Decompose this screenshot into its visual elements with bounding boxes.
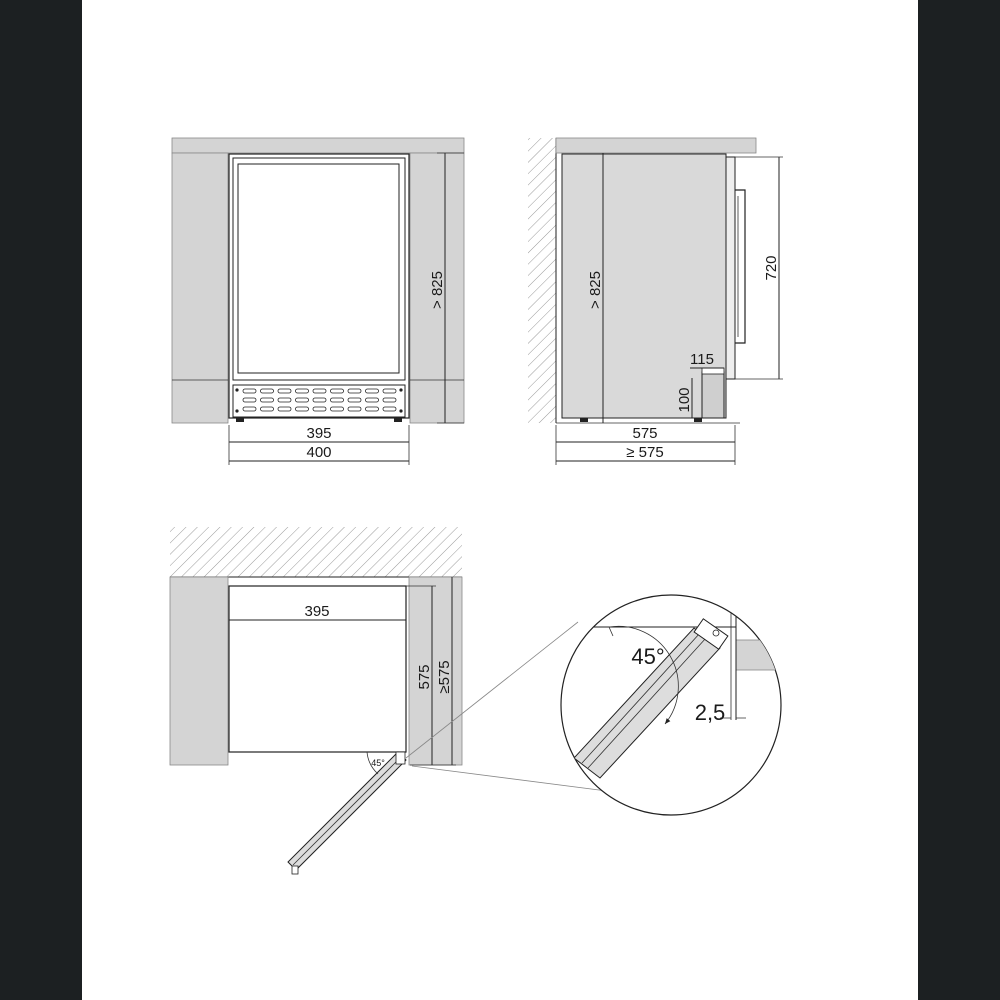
vent-slots (242, 388, 397, 412)
vent-slot (365, 388, 379, 394)
left-margin-bar (0, 0, 82, 1000)
vent-slot (277, 397, 292, 403)
vent-slot (365, 406, 379, 412)
vent-slot (242, 388, 257, 394)
top-appliance-body (228, 585, 407, 753)
side-plinth-depth-label: 115 (690, 351, 714, 368)
vent-slot (277, 388, 292, 394)
front-view: > 825 395 400 (171, 137, 465, 465)
front-cabinet-right (409, 152, 465, 424)
front-width-inner-label: 395 (306, 425, 331, 442)
vent-slot (277, 406, 292, 412)
front-door-glass (237, 163, 400, 374)
vent-slot (242, 397, 257, 403)
side-height-label: > 825 (587, 271, 604, 309)
front-countertop (171, 137, 465, 154)
front-height-label: > 825 (429, 271, 446, 309)
vent-slot (242, 406, 257, 412)
vent-slot (382, 406, 397, 412)
top-open-door (287, 751, 407, 875)
side-plinth (701, 371, 725, 419)
vent-slot (260, 388, 274, 394)
front-width-outer-label: 400 (306, 444, 331, 461)
vent-slot (260, 406, 274, 412)
vent-slot (330, 397, 344, 403)
vent-slot (330, 388, 344, 394)
detail-view: 45° 2,5 (560, 594, 782, 816)
side-min-depth-label: ≥ 575 (626, 444, 663, 461)
vent-slot (312, 388, 327, 394)
side-appliance-body (561, 153, 727, 419)
vent-slot (347, 406, 362, 412)
side-plinth-height-label: 100 (676, 387, 693, 412)
side-depth-label: 575 (632, 425, 657, 442)
vent-slot (260, 397, 274, 403)
vent-slot (382, 397, 397, 403)
vent-slot (312, 397, 327, 403)
detail-angle-label: 45° (631, 644, 664, 669)
top-cabinet-right (408, 576, 463, 766)
vent-slot (365, 397, 379, 403)
right-margin-bar (918, 0, 1000, 1000)
top-min-depth-label: ≥575 (436, 660, 453, 693)
top-cabinet-left (169, 576, 229, 766)
top-door-angle-label: 45° (371, 758, 385, 768)
vent-slot (295, 388, 309, 394)
top-wall-hatch (170, 527, 462, 577)
top-width-label: 395 (304, 603, 329, 620)
top-view: 395 575 ≥575 45° (169, 527, 639, 875)
vent-slot (295, 406, 309, 412)
side-view: > 825 720 115 100 575 ≥ 575 (528, 137, 783, 465)
detail-circle (560, 594, 782, 816)
vent-slot (312, 406, 327, 412)
side-door-height-label: 720 (763, 255, 780, 280)
side-countertop (555, 137, 757, 154)
front-cabinet-left (171, 152, 229, 424)
vent-slot (295, 397, 309, 403)
side-door-handle (735, 189, 746, 344)
detail-gap-label: 2,5 (695, 700, 726, 725)
vent-slot (347, 397, 362, 403)
top-depth-label: 575 (416, 664, 433, 689)
vent-slot (330, 406, 344, 412)
vent-slot (382, 388, 397, 394)
side-wall-hatch (528, 138, 556, 423)
vent-slot (347, 388, 362, 394)
side-door (725, 156, 736, 380)
